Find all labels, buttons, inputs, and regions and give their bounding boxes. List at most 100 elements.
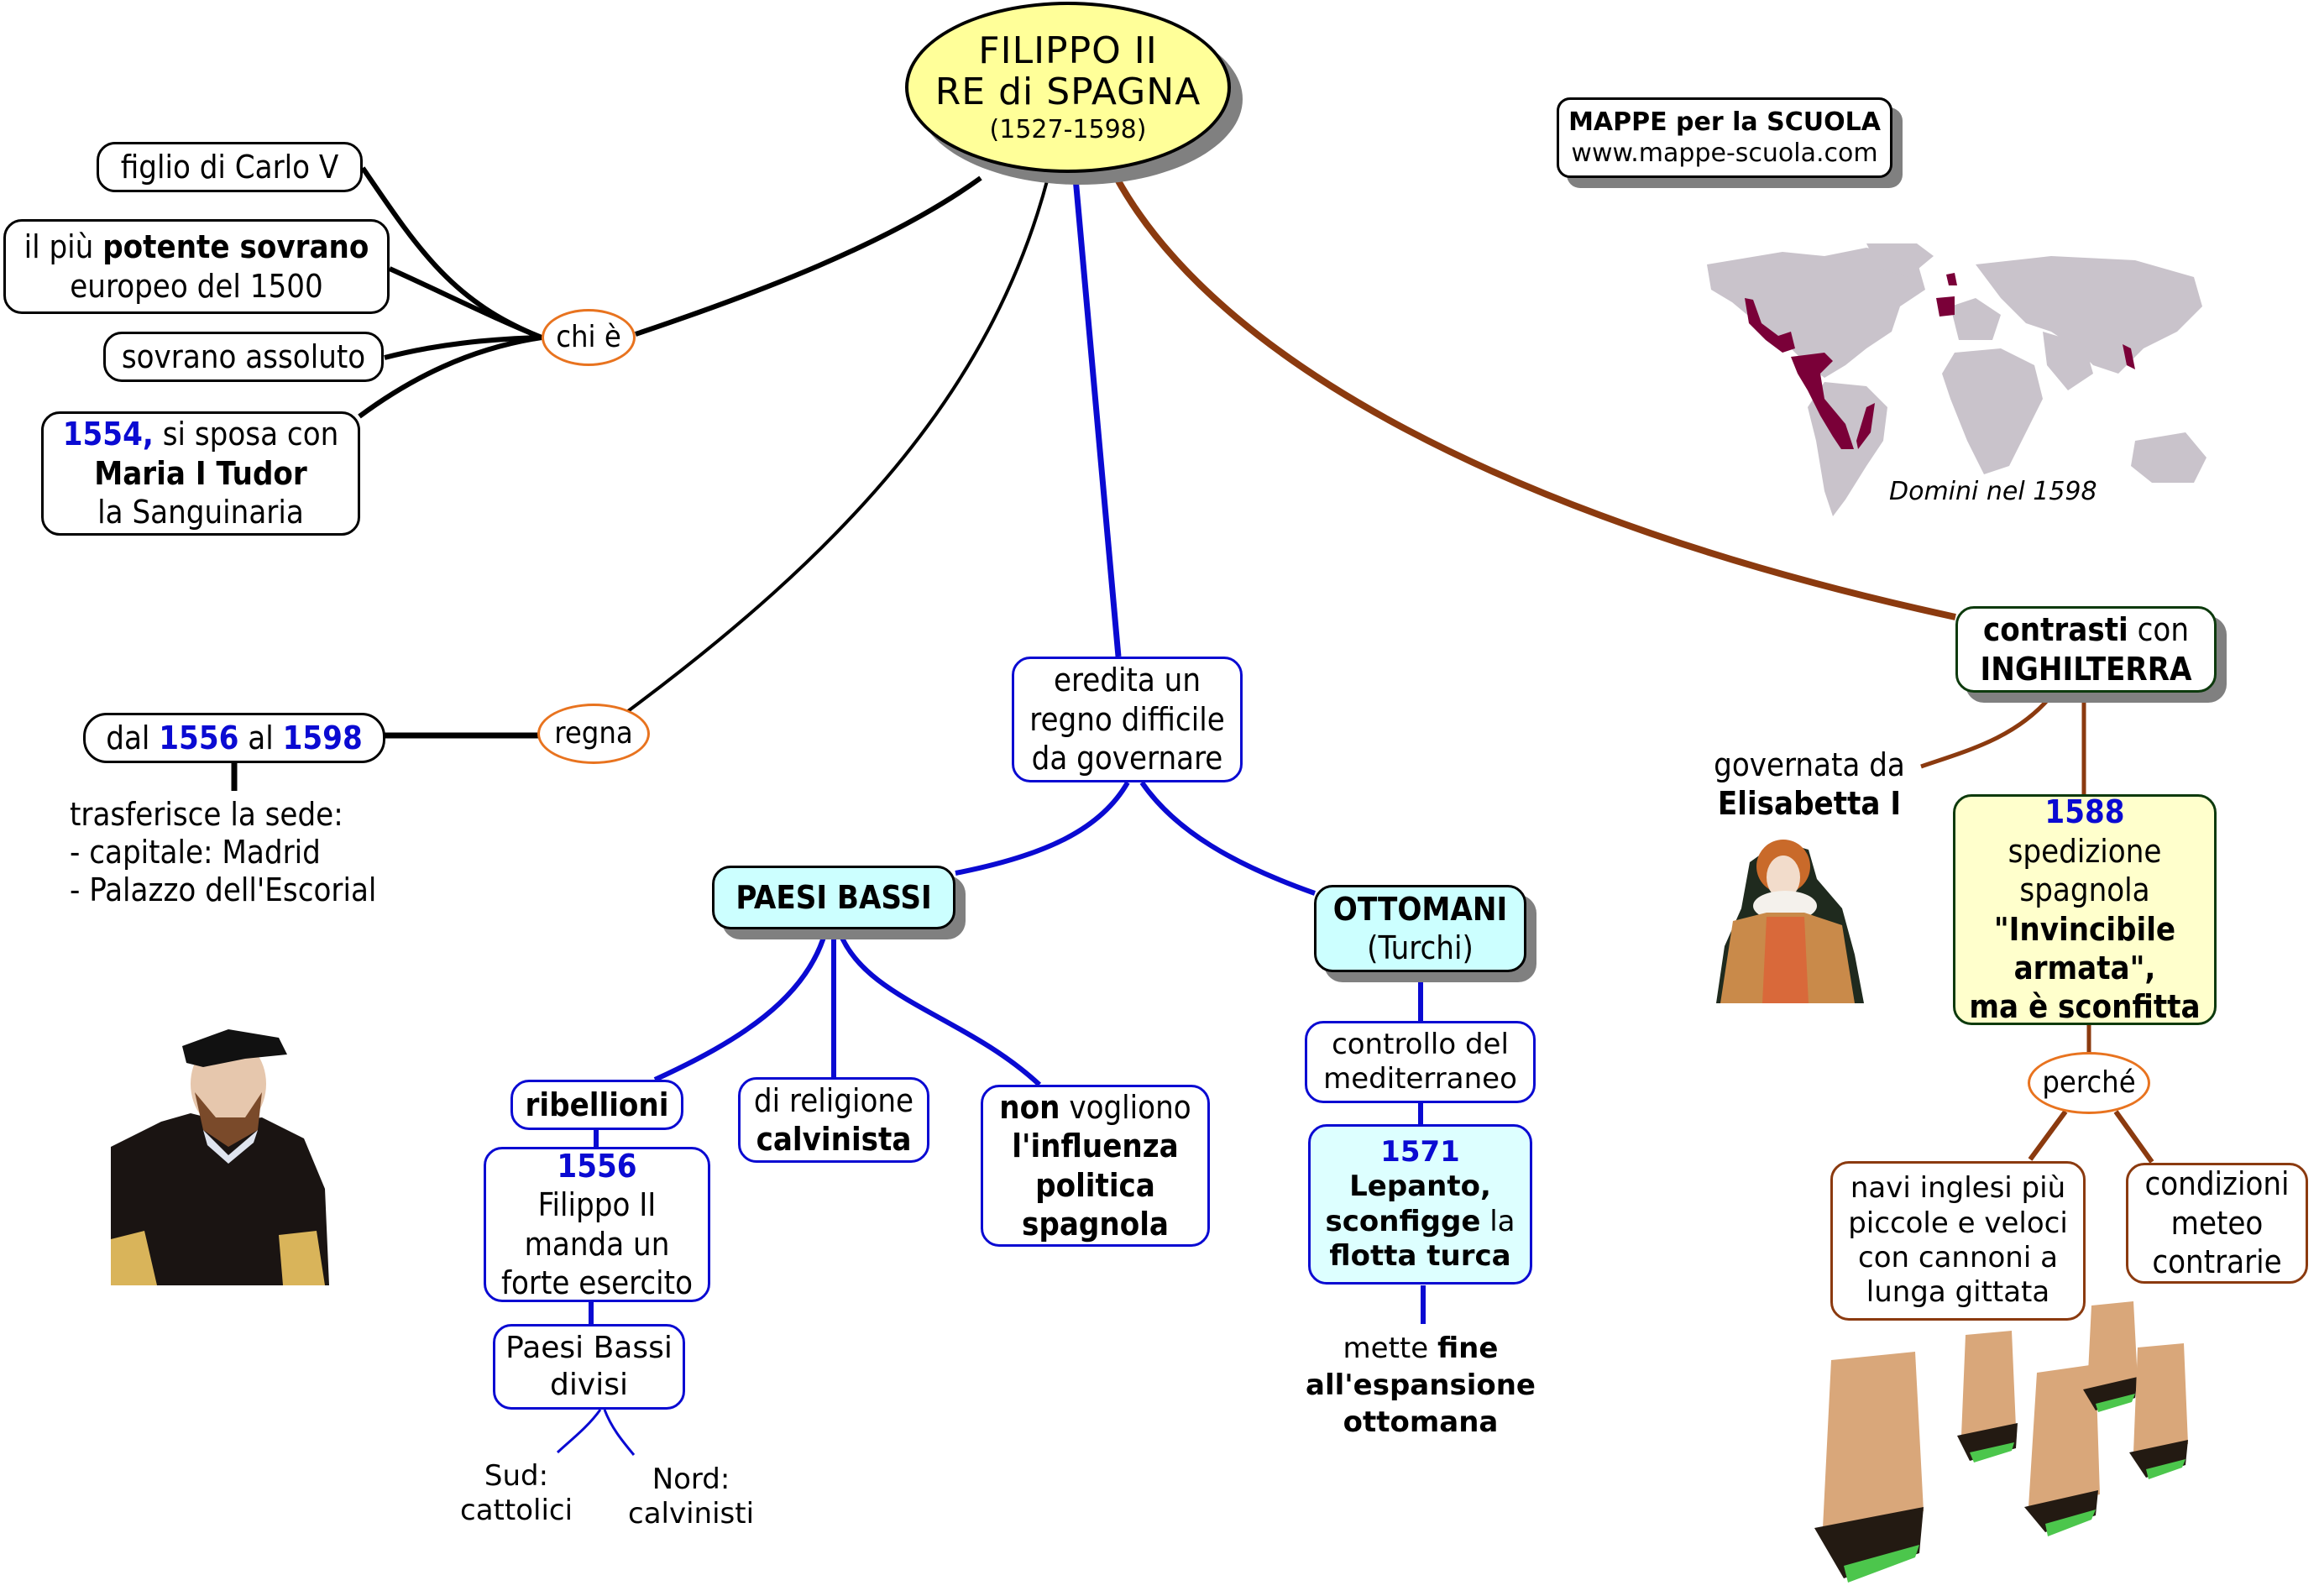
central-node[interactable]: FILIPPO II RE di SPAGNA (1527-1598)	[905, 2, 1231, 173]
ship-4	[2083, 1301, 2138, 1412]
matrimonio-post: si sposa con	[153, 416, 339, 453]
central-subtitle: RE di SPAGNA	[934, 70, 1201, 113]
filippo-portrait-image	[111, 1029, 329, 1285]
node-sovrano-assoluto[interactable]: sovrano assoluto	[103, 332, 384, 382]
world-map-image	[1707, 243, 2206, 516]
node-lepanto[interactable]: 1571 Lepanto, sconfigge la flotta turca	[1308, 1124, 1532, 1285]
armada-line-5: ma è sconfitta	[1969, 988, 2201, 1026]
link-central-chi-e	[635, 175, 982, 337]
meteo-line-2: meteo	[2170, 1204, 2264, 1242]
brand-box[interactable]: MAPPE per la SCUOLA www.mappe-scuola.com	[1557, 97, 1892, 178]
lepanto-line-3: flotta turca	[1329, 1238, 1511, 1273]
sud-line-2: cattolici	[460, 1494, 573, 1528]
node-controllo[interactable]: controllo del mediterraneo	[1305, 1021, 1536, 1103]
linker-perche[interactable]: perché	[2028, 1052, 2150, 1114]
node-eredita[interactable]: eredita un regno difficile da governare	[1012, 657, 1243, 782]
link-perche-navi	[2028, 1110, 2068, 1161]
link-central-eredita	[1072, 177, 1122, 657]
influenza-line-3: politica	[1035, 1166, 1155, 1204]
node-armada[interactable]: 1588 spedizione spagnola "Invincibile ar…	[1953, 793, 2217, 1026]
fine-pre: mette	[1343, 1332, 1437, 1365]
map-caption: Domini nel 1598	[1889, 477, 2097, 506]
regno-periodo-text: dal 1556 al 1598	[106, 719, 363, 757]
brand-url: www.mappe-scuola.com	[1571, 139, 1878, 168]
node-potente-line1: il più potente sovrano	[24, 228, 369, 266]
controllo-line-1: controllo del	[1332, 1027, 1509, 1061]
map-spanish-domains	[1745, 273, 2135, 449]
esercito-line-1: Filippo II	[537, 1186, 657, 1224]
fine-line-1: mette fine	[1295, 1330, 1547, 1367]
link-perche-meteo	[2113, 1110, 2154, 1164]
matrimonio-year: 1554,	[62, 416, 154, 453]
link-divisi-sud	[556, 1409, 602, 1454]
meteo-line-1: condizioni	[2144, 1165, 2290, 1203]
influenza-line-2: l'influenza	[1012, 1128, 1179, 1165]
controllo-line-2: mediterraneo	[1323, 1062, 1517, 1096]
link-divisi-nord	[603, 1409, 636, 1456]
nord-line-2: calvinisti	[628, 1497, 755, 1531]
influenza-line-1: non vogliono	[999, 1088, 1191, 1127]
fine-line-2: all'espansione	[1306, 1368, 1536, 1403]
node-paesi-bassi[interactable]: PAESI BASSI	[712, 866, 955, 929]
ottomani-subtitle: (Turchi)	[1367, 929, 1474, 966]
periodo-pre: dal	[106, 719, 160, 756]
sud-line-1: Sud:	[484, 1459, 549, 1493]
influenza-non: non	[999, 1088, 1060, 1126]
link-chi-e-potente	[388, 266, 543, 340]
ottomani-title: OTTOMANI	[1332, 890, 1508, 928]
linker-chi-e[interactable]: chi è	[542, 309, 636, 366]
eredita-line-2: regno difficile	[1029, 700, 1225, 738]
link-central-inghilterra	[1113, 176, 1956, 620]
contrasti-bold: contrasti	[1982, 611, 2128, 649]
node-figlio[interactable]: figlio di Carlo V	[97, 142, 363, 192]
religione-line-2: calvinista	[756, 1121, 912, 1158]
node-paesi-divisi[interactable]: Paesi Bassi divisi	[493, 1324, 685, 1410]
ship-1	[1814, 1352, 1924, 1583]
node-inghilterra[interactable]: contrasti con INGHILTERRA	[1955, 606, 2217, 693]
fine-line-3: ottomana	[1343, 1405, 1499, 1440]
fine-bold: fine	[1437, 1332, 1499, 1365]
sede-line-3: - Palazzo dell'Escorial	[70, 871, 377, 908]
governata-line-1: governata da	[1714, 746, 1905, 783]
linker-regna-text: regna	[554, 716, 633, 751]
linker-regna[interactable]: regna	[537, 704, 650, 764]
node-ottomani[interactable]: OTTOMANI (Turchi)	[1314, 885, 1526, 972]
navi-line-3: con cannoni a	[1858, 1241, 2058, 1274]
divisi-line-1: Paesi Bassi	[505, 1331, 673, 1366]
potente-pre: il più	[24, 228, 103, 266]
node-matrimonio[interactable]: 1554, si sposa con Maria I Tudor la Sang…	[41, 411, 360, 536]
node-regno-periodo[interactable]: dal 1556 al 1598	[83, 713, 385, 763]
linker-chi-e-text: chi è	[556, 320, 621, 355]
node-religione[interactable]: di religione calvinista	[738, 1077, 929, 1163]
link-central-regna	[623, 177, 1050, 715]
lepanto-year: 1571	[1380, 1134, 1460, 1169]
nord-line-1: Nord:	[652, 1463, 730, 1496]
religione-line-1: di religione	[753, 1081, 914, 1119]
paesi-bassi-title: PAESI BASSI	[735, 878, 932, 916]
link-chi-e-sposa	[358, 335, 542, 419]
eredita-line-3: da governare	[1031, 740, 1223, 777]
node-influenza[interactable]: non vogliono l'influenza politica spagno…	[981, 1085, 1210, 1247]
node-ribellioni[interactable]: ribellioni	[510, 1080, 683, 1130]
navi-line-2: piccole e veloci	[1848, 1206, 2068, 1240]
node-matrimonio-line3: la Sanguinaria	[97, 494, 304, 531]
influenza-vogliono: vogliono	[1060, 1088, 1191, 1126]
sud-text: Sud: cattolici	[460, 1459, 573, 1529]
node-navi-inglesi[interactable]: navi inglesi più piccole e veloci con ca…	[1830, 1161, 2086, 1321]
periodo-to: 1598	[282, 719, 363, 756]
link-chi-e-assoluto	[384, 335, 542, 360]
node-esercito-1556[interactable]: 1556 Filippo II manda un forte esercito	[484, 1147, 710, 1302]
sede-text: trasferisce la sede: - capitale: Madrid …	[70, 796, 376, 908]
node-matrimonio-line1: 1554, si sposa con	[63, 415, 339, 453]
ribellioni-text: ribellioni	[525, 1086, 669, 1123]
node-figlio-text: figlio di Carlo V	[120, 148, 339, 186]
node-meteo[interactable]: condizioni meteo contrarie	[2126, 1163, 2308, 1284]
node-potente-sovrano[interactable]: il più potente sovrano europeo del 1500	[3, 219, 390, 314]
lepanto-line-2: sconfigge la	[1326, 1205, 1515, 1239]
link-inghilterra-governata	[1920, 695, 2052, 769]
fine-espansione-text: mette fine all'espansione ottomana	[1295, 1330, 1547, 1442]
eredita-line-1: eredita un	[1053, 662, 1201, 699]
contrasti-con: con	[2128, 611, 2189, 649]
esercito-year: 1556	[557, 1147, 637, 1185]
